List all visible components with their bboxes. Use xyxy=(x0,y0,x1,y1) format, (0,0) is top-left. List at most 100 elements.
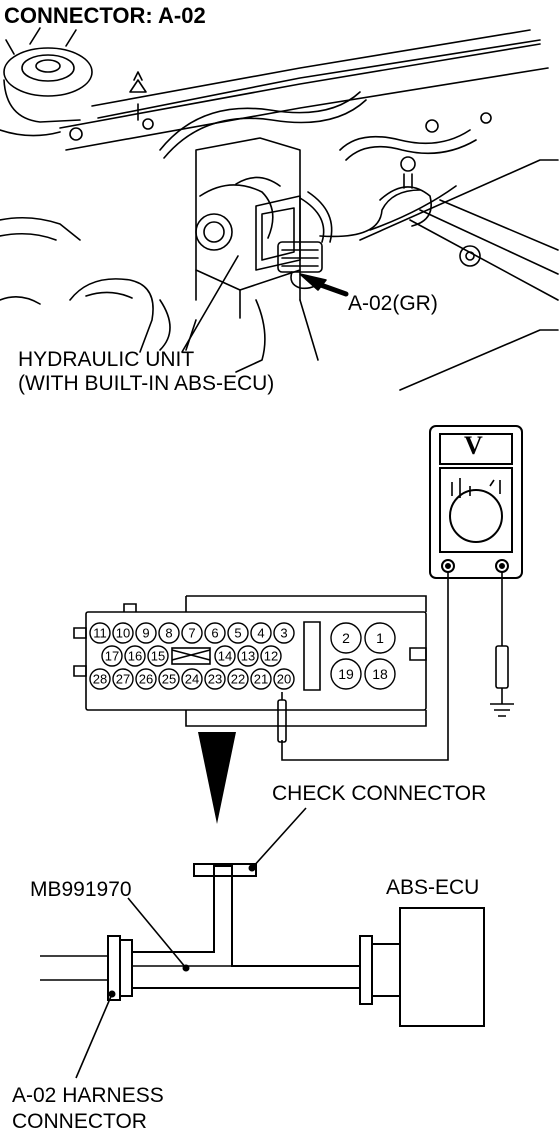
connector-pin-9[interactable]: 9 xyxy=(135,622,157,644)
connector-pin-label: 20 xyxy=(277,672,291,687)
connector-pin-19[interactable]: 19 xyxy=(330,658,362,690)
strut-tower-bar xyxy=(59,29,549,151)
connector-pin-11[interactable]: 11 xyxy=(89,622,111,644)
hydraulic-unit-label-1: HYDRAULIC UNIT xyxy=(18,348,195,371)
bar-bolts xyxy=(129,71,147,121)
abs-ecu-box xyxy=(399,907,485,1027)
connector-pin-6[interactable]: 6 xyxy=(204,622,226,644)
connector-key xyxy=(303,621,321,691)
special-tool-label: MB991970 xyxy=(30,878,132,901)
voltmeter[interactable] xyxy=(429,425,523,579)
connector-pin-label: 19 xyxy=(338,666,354,682)
connector-pin-label: 6 xyxy=(211,626,218,641)
connector-pin-15[interactable]: 15 xyxy=(147,645,169,667)
connector-pin-label: 24 xyxy=(185,672,199,687)
hydraulic-unit-leader-2 xyxy=(185,319,197,351)
connector-pin-25[interactable]: 25 xyxy=(158,668,180,690)
lower-components xyxy=(0,216,319,373)
connector-pin-2[interactable]: 2 xyxy=(330,622,362,654)
connector-pin-18[interactable]: 18 xyxy=(364,658,396,690)
abs-ecu-label: ABS-ECU xyxy=(386,876,480,899)
connector-pin-label: 1 xyxy=(376,630,384,646)
harness-connector-leader xyxy=(75,993,113,1079)
connector-pin-label: 27 xyxy=(116,672,130,687)
connector-pin-label: 17 xyxy=(105,649,119,664)
hydraulic-unit-label-2: (WITH BUILT-IN ABS-ECU) xyxy=(18,372,275,395)
check-connector-symbol[interactable] xyxy=(193,863,257,877)
connector-pin-label: 18 xyxy=(372,666,388,682)
connector-pin-14[interactable]: 14 xyxy=(214,645,236,667)
connector-pin-label: 12 xyxy=(264,649,278,664)
connector-pin-17[interactable]: 17 xyxy=(101,645,123,667)
connector-callout-label: A-02(GR) xyxy=(348,292,438,315)
connector-pin-label: 8 xyxy=(165,626,172,641)
connector-pin-13[interactable]: 13 xyxy=(237,645,259,667)
connector-pin-4[interactable]: 4 xyxy=(250,622,272,644)
connector-pin-label: 10 xyxy=(116,626,130,641)
strut-tower xyxy=(0,27,93,137)
connector-hood xyxy=(185,595,427,612)
connector-pin-21[interactable]: 21 xyxy=(250,668,272,690)
blank-pins-x xyxy=(171,649,211,661)
connector-pin-26[interactable]: 26 xyxy=(135,668,157,690)
connector-pin-label: 5 xyxy=(234,626,241,641)
harness-wires xyxy=(40,955,108,981)
special-tool-leader xyxy=(127,897,187,969)
wiring-harness xyxy=(159,91,477,161)
connector-pin-5[interactable]: 5 xyxy=(227,622,249,644)
harness-connector-label-2: CONNECTOR xyxy=(12,1110,147,1133)
connector-pin-20[interactable]: 20 xyxy=(273,668,295,690)
connector-a02-plug xyxy=(277,189,421,290)
callout-arrow-a02[interactable] xyxy=(299,273,349,297)
connector-pin-label: 9 xyxy=(142,626,149,641)
voltmeter-body xyxy=(429,425,523,579)
connector-pin-label: 16 xyxy=(128,649,142,664)
probe-tip xyxy=(277,699,287,743)
connector-pin-label: 22 xyxy=(231,672,245,687)
connector-pin-label: 4 xyxy=(257,626,264,641)
connector-pin-label: 2 xyxy=(342,630,350,646)
voltmeter-dial-knob[interactable] xyxy=(449,489,503,543)
connector-pin-label: 3 xyxy=(280,626,287,641)
voltmeter-symbol: V xyxy=(464,431,483,460)
page-title: CONNECTOR: A-02 xyxy=(4,3,206,28)
connector-pin-label: 26 xyxy=(139,672,153,687)
connector-pin-23[interactable]: 23 xyxy=(204,668,226,690)
connector-pin-label: 11 xyxy=(93,626,107,641)
harness-connector-label-1: A-02 HARNESS xyxy=(12,1084,164,1107)
connector-pin-label: 13 xyxy=(241,649,255,664)
connector-pin-3[interactable]: 3 xyxy=(273,622,295,644)
connector-pin-22[interactable]: 22 xyxy=(227,668,249,690)
connector-pin-label: 25 xyxy=(162,672,176,687)
connector-pin-7[interactable]: 7 xyxy=(181,622,203,644)
harness-connector-b xyxy=(119,939,133,997)
check-connector-label: CHECK CONNECTOR xyxy=(272,782,487,805)
hydraulic-unit-body xyxy=(195,137,301,319)
ecu-connector xyxy=(359,935,373,1005)
connector-pin-16[interactable]: 16 xyxy=(124,645,146,667)
engine-block xyxy=(359,156,559,391)
schematic xyxy=(40,807,485,1079)
engine-bay-illustration xyxy=(0,27,559,391)
connector-pin-24[interactable]: 24 xyxy=(181,668,203,690)
connector-pin-label: 15 xyxy=(151,649,165,664)
connector-pin-label: 7 xyxy=(188,626,195,641)
connector-pin-28[interactable]: 28 xyxy=(89,668,111,690)
ground-symbol xyxy=(490,703,514,717)
connector-pin-12[interactable]: 12 xyxy=(260,645,282,667)
probe-wire xyxy=(277,572,449,761)
voltmeter-dial-panel xyxy=(439,467,513,553)
ground-lead xyxy=(490,572,514,717)
connector-pin-label: 14 xyxy=(218,649,232,664)
connector-pin-27[interactable]: 27 xyxy=(112,668,134,690)
check-connector-leader xyxy=(251,807,307,869)
connector-pin-8[interactable]: 8 xyxy=(158,622,180,644)
connector-pin-10[interactable]: 10 xyxy=(112,622,134,644)
view-direction-arrow xyxy=(198,732,236,824)
connector-pin-1[interactable]: 1 xyxy=(364,622,396,654)
harness-connector-a xyxy=(107,935,121,1001)
connector-face xyxy=(73,595,427,727)
